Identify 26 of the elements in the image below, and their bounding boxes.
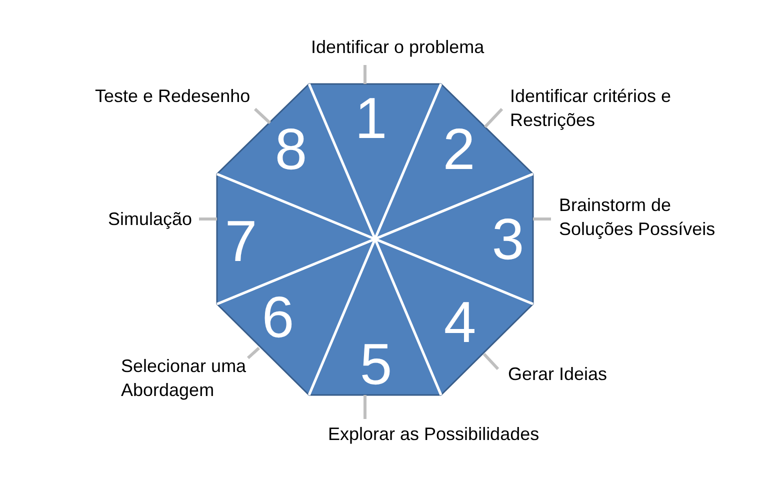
octagon-segment	[309, 239, 441, 395]
step-number: 5	[360, 336, 392, 394]
step-number: 2	[442, 121, 476, 179]
step-label: Identificar critérios e Restrições	[510, 84, 690, 132]
leader-line	[364, 65, 366, 84]
step-number: 1	[354, 90, 388, 148]
step-number: 4	[444, 294, 476, 352]
leader-line	[364, 395, 366, 419]
step-label: Explorar as Possibilidades	[328, 422, 540, 446]
step-number: 3	[492, 211, 524, 269]
leader-line	[254, 108, 272, 124]
step-label: Identificar o problema	[311, 35, 484, 59]
leader-line	[533, 218, 551, 220]
step-label: Gerar Ideias	[508, 362, 608, 386]
leader-line	[247, 346, 260, 360]
step-label: Simulação	[108, 207, 192, 231]
step-number: 8	[274, 121, 308, 179]
leader-line	[199, 218, 217, 220]
leader-line	[484, 108, 504, 128]
step-number: 7	[224, 213, 258, 271]
leader-line	[482, 352, 500, 370]
octagon-segment	[375, 174, 533, 304]
step-label: Teste e Redesenho	[95, 84, 250, 108]
step-label: Selecionar uma Abordagem	[121, 354, 256, 402]
step-number: 6	[262, 289, 294, 347]
step-label: Brainstorm de Soluções Possíveis	[559, 193, 729, 241]
